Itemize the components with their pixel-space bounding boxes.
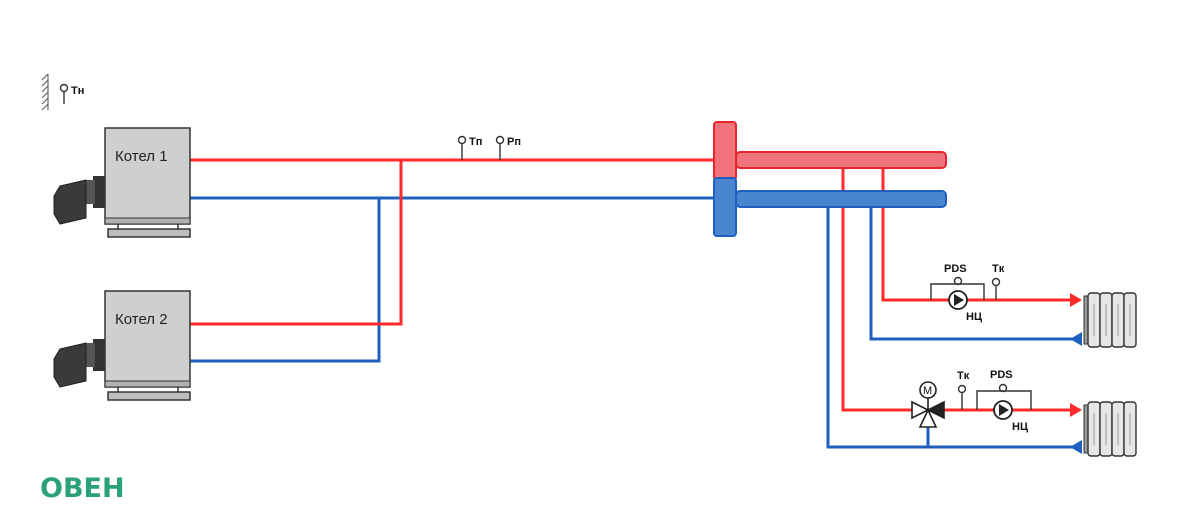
outdoor-temperature-sensor: Tн (41, 73, 84, 111)
arrow-right-icon (1070, 293, 1082, 307)
pds-1: PDS (930, 263, 985, 300)
circuit-2-temp-sensor: Tк (957, 370, 970, 410)
sensor-icon (495, 135, 505, 145)
pump-1[interactable]: НЦ (948, 290, 982, 323)
oven-logo: ОВЕН (40, 473, 125, 504)
return-header (735, 190, 947, 208)
boiler-2-body (104, 290, 191, 388)
boiler-1[interactable]: Котел 1 (53, 127, 191, 238)
arrow-left-icon (1070, 440, 1082, 454)
return-circuit2-pipe (826, 208, 1080, 449)
burner-icon (53, 339, 105, 388)
return-pipes (190, 196, 1080, 449)
supply-pressure-sensor: Pп (495, 135, 521, 160)
burner-icon (53, 176, 105, 225)
circuit-1-temp-label: Tк (992, 263, 1005, 275)
circuit-2-controls: M Tк PDS НЦ (911, 369, 1032, 433)
pump-2[interactable]: НЦ (993, 400, 1028, 433)
boiler-2-label: Котел 2 (115, 311, 168, 328)
circuit-1-temp-sensor: Tк (991, 263, 1005, 300)
radiator-2[interactable] (1083, 401, 1137, 457)
boiler-2[interactable]: Котел 2 (53, 290, 191, 401)
supply-circuit1-pipe (881, 168, 1080, 302)
separator-upper (713, 121, 737, 181)
logo-text: ОВЕН (40, 473, 125, 504)
flow-arrows (1070, 293, 1082, 454)
supply-temp-label: Tп (469, 136, 482, 148)
supply-header (735, 151, 947, 169)
boiler-1-label: Котел 1 (115, 148, 168, 165)
boiler-2-base (107, 391, 191, 401)
pds-1-label: PDS (944, 263, 967, 275)
supply-boiler2-pipe (190, 160, 403, 326)
valve-motor-label: M (923, 385, 932, 397)
supply-pressure-label: Pп (507, 136, 521, 148)
separator-lower (713, 177, 737, 237)
arrow-right-icon (1070, 403, 1082, 417)
return-boiler2-pipe (190, 198, 381, 363)
sensor-icon (991, 277, 1001, 287)
valve-icon (911, 400, 930, 420)
circuit-1-controls: PDS НЦ Tк (930, 263, 1005, 323)
wall-hatch-icon (41, 73, 49, 111)
circuit-2-temp-label: Tк (957, 370, 970, 382)
radiator-1[interactable] (1083, 292, 1137, 348)
outdoor-sensor-label: Tн (71, 85, 84, 97)
three-way-valve[interactable]: M (911, 381, 945, 428)
pds-2: PDS (976, 369, 1032, 410)
pump-1-label: НЦ (966, 311, 982, 323)
boiler-1-body (104, 127, 191, 225)
hydraulic-separator (713, 121, 947, 237)
boiler-1-base (107, 228, 191, 238)
sensor-icon (457, 135, 467, 145)
return-circuit1-pipe (869, 208, 1080, 341)
sensor-icon (59, 83, 69, 93)
supply-temp-sensor: Tп (457, 135, 482, 160)
pds-2-label: PDS (990, 369, 1013, 381)
arrow-left-icon (1070, 332, 1082, 346)
sensor-icon (957, 384, 967, 394)
pump-2-label: НЦ (1012, 421, 1028, 433)
